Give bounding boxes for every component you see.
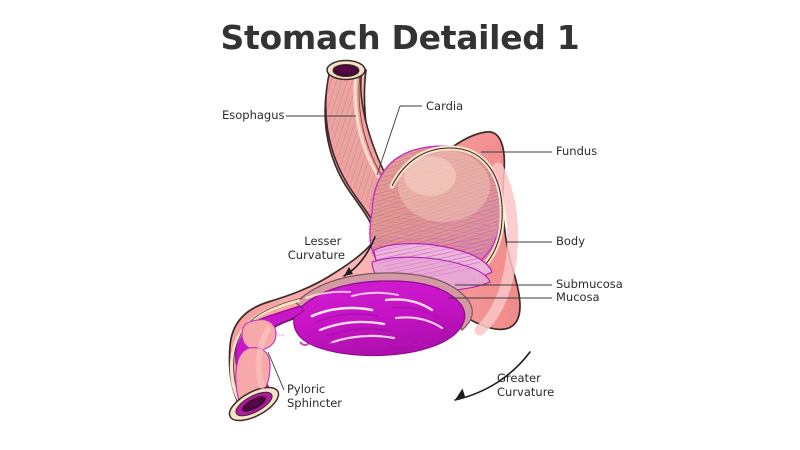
label-greater-curvature: Greater Curvature (497, 371, 554, 399)
mucosa (293, 280, 466, 357)
label-lesser-curvature: Lesser Curvature (288, 234, 345, 262)
greater-curvature-arrow (454, 351, 531, 401)
lesser-curvature-arrow (343, 236, 376, 277)
label-pyloric-sphincter-line-1: Pyloric (287, 382, 325, 396)
leader-lines (267, 105, 552, 391)
label-greater-curvature-line-2: Curvature (497, 385, 554, 399)
esophagus-lumen (326, 59, 366, 81)
label-fundus: Fundus (556, 144, 597, 158)
label-cardia: Cardia (426, 99, 463, 113)
label-submucosa: Submucosa (556, 277, 623, 291)
label-lesser-curvature-line-1: Lesser (304, 234, 341, 248)
label-pyloric-sphincter: Pyloric Sphincter (287, 382, 342, 410)
wall-highlight (255, 162, 519, 389)
leader-cardia-pointer (376, 105, 401, 176)
pylorus-antrum (228, 297, 305, 422)
label-mucosa: Mucosa (556, 290, 600, 304)
curvature-arrows (343, 236, 531, 401)
label-esophagus: Esophagus (222, 108, 285, 122)
leader-pyloric-sphincter (267, 351, 285, 391)
label-pyloric-sphincter-line-2: Sphincter (287, 396, 342, 410)
label-lesser-curvature-line-2: Curvature (288, 248, 345, 262)
page-title: Stomach Detailed 1 (220, 18, 580, 57)
labels: Esophagus Cardia Fundus Body Submucosa M… (222, 99, 623, 410)
label-greater-curvature-line-1: Greater (497, 371, 541, 385)
pyloric-outlet (228, 386, 280, 422)
label-body: Body (556, 234, 585, 248)
